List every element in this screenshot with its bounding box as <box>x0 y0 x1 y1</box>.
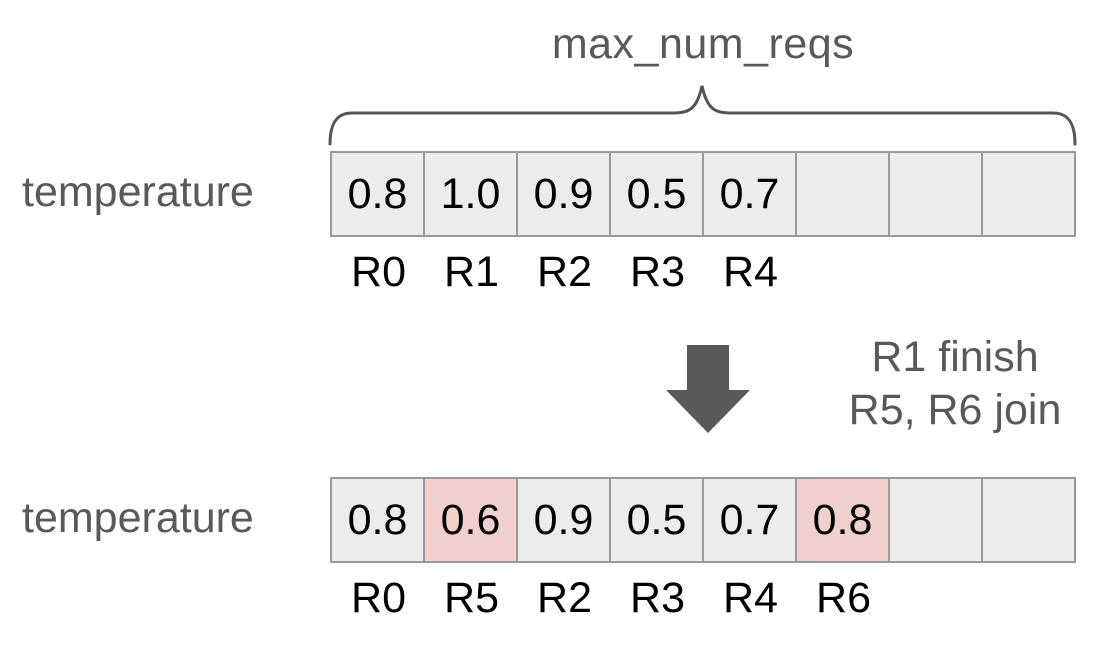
req-label <box>890 576 983 620</box>
req-label: R3 <box>630 248 685 296</box>
req-label: R4 <box>723 248 778 296</box>
temp-cell: 0.5 <box>609 479 702 561</box>
temp-cell: 0.8 <box>332 153 423 235</box>
temperature-array-before: 0.8 1.0 0.9 0.5 0.7 <box>330 151 1076 237</box>
req-label: R3 <box>630 574 685 622</box>
transition-annotation: R1 finish R5, R6 join <box>835 331 1075 437</box>
req-label <box>797 250 890 294</box>
req-label: R6 <box>816 574 871 622</box>
req-label: R4 <box>723 574 778 622</box>
temp-cell: 0.5 <box>609 153 702 235</box>
temp-cell: 0.7 <box>702 153 795 235</box>
temp-cell <box>888 153 981 235</box>
temp-cell: 1.0 <box>423 153 516 235</box>
temperature-label-before: temperature <box>22 168 254 216</box>
temp-cell: 0.7 <box>702 479 795 561</box>
temp-cell <box>795 153 888 235</box>
req-label: R1 <box>444 248 499 296</box>
req-label: R2 <box>537 574 592 622</box>
temp-cell: 0.8 <box>332 479 423 561</box>
req-labels-after: R0 R5 R2 R3 R4 R6 <box>332 576 1076 620</box>
req-label: R5 <box>444 574 499 622</box>
temp-cell: 0.8 <box>795 479 888 561</box>
req-label <box>983 250 1076 294</box>
temp-cell: 0.9 <box>516 479 609 561</box>
annotation-line-2: R5, R6 join <box>848 386 1062 434</box>
temp-cell <box>888 479 981 561</box>
req-labels-before: R0 R1 R2 R3 R4 <box>332 250 1076 294</box>
temperature-array-after: 0.8 0.6 0.9 0.5 0.7 0.8 <box>330 477 1076 563</box>
temp-cell <box>981 153 1074 235</box>
req-label: R2 <box>537 248 592 296</box>
down-arrow-icon <box>666 345 750 433</box>
temp-cell: 0.6 <box>423 479 516 561</box>
annotation-line-1: R1 finish <box>871 333 1039 381</box>
temp-cell: 0.9 <box>516 153 609 235</box>
curly-brace-icon <box>328 85 1077 146</box>
temperature-label-after: temperature <box>22 494 254 542</box>
temp-cell <box>981 479 1074 561</box>
req-label: R0 <box>351 574 406 622</box>
req-label <box>890 250 983 294</box>
req-label <box>983 576 1076 620</box>
req-label: R0 <box>351 248 406 296</box>
max-num-reqs-label: max_num_reqs <box>551 20 855 68</box>
